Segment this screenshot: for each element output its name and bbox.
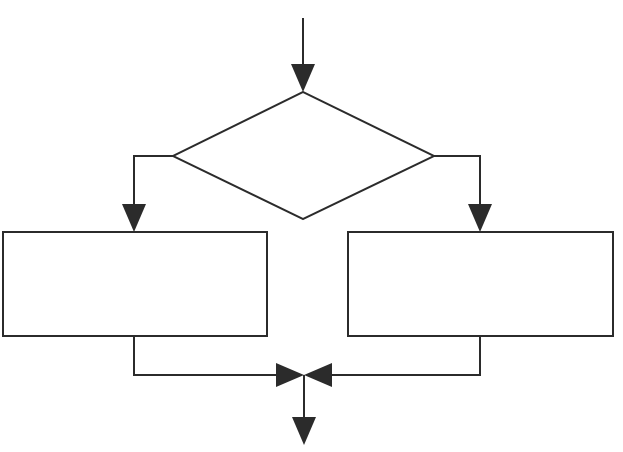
right-merge-line [322,336,481,376]
left-branch-connector [122,155,173,232]
left-merge-arrowhead-icon [276,363,304,387]
exit-arrowhead-icon [292,417,316,445]
left-branch-arrowhead-icon [122,204,146,232]
right-merge-connector [304,336,481,387]
right-branch-connector [434,155,492,232]
right-branch-line [434,155,481,210]
left-process-box [2,231,268,337]
entry-arrow [291,18,315,92]
entry-arrowhead-icon [291,64,315,92]
exit-arrow [292,375,316,445]
left-merge-connector [133,336,304,387]
left-branch-line [133,155,173,210]
decision-diamond [170,90,437,221]
left-merge-line [133,336,285,376]
right-branch-arrowhead-icon [468,204,492,232]
right-process-box [347,231,614,337]
right-merge-arrowhead-icon [304,363,332,387]
